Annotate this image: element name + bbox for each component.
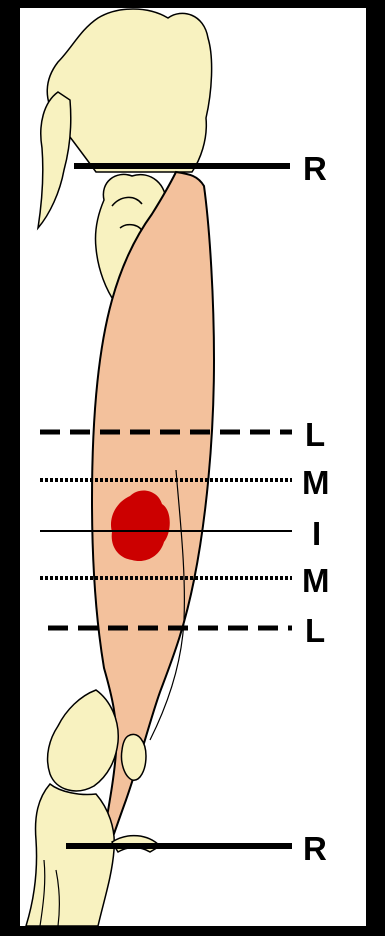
label-bottom-r: R [303,830,327,867]
frame-right [366,0,385,936]
label-lower-m: M [302,562,330,599]
frame-bottom [0,926,385,936]
label-upper-m: M [302,464,330,501]
upper-bone-wing [38,92,71,228]
patella [121,734,146,780]
lower-bone-tibia [26,784,114,926]
lower-bone-condyle [48,690,119,791]
frame-left [0,0,20,936]
label-top-r: R [303,150,327,187]
label-center-i: I [312,515,321,552]
label-upper-l: L [305,416,325,453]
label-lower-l: L [305,612,325,649]
upper-bone [47,9,211,172]
frame-top [0,0,385,8]
